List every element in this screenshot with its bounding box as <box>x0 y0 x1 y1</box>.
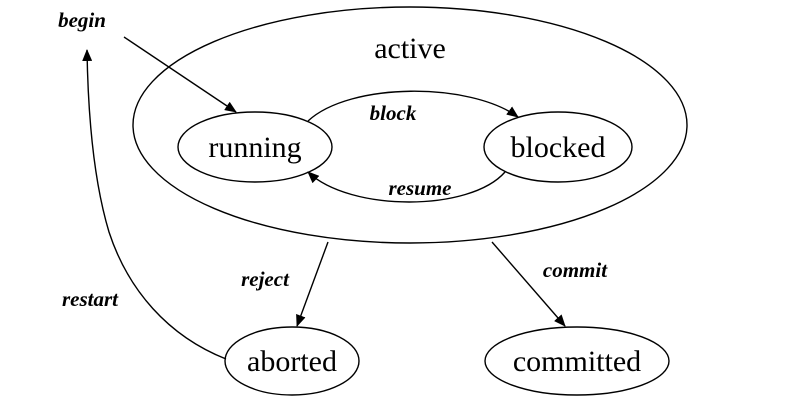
state-running-ellipse <box>177 111 333 183</box>
edge-commit-label: commit <box>543 258 608 282</box>
state-aborted-label: aborted <box>247 345 337 378</box>
edge-reject-label: reject <box>241 267 290 291</box>
state-committed-label: committed <box>513 345 641 378</box>
state-aborted-ellipse <box>224 326 360 396</box>
state-active-label: active <box>374 32 446 65</box>
edge-resume-arrow <box>307 171 506 203</box>
edge-restart-label: restart <box>62 287 119 311</box>
edge-block-label: block <box>370 101 417 125</box>
state-running-label: running <box>208 131 301 164</box>
edge-begin-arrow <box>123 36 237 113</box>
edge-commit-arrow <box>491 241 566 327</box>
edge-resume-label: resume <box>389 176 452 200</box>
state-blocked-ellipse <box>483 111 633 183</box>
edge-block-arrow <box>307 90 519 122</box>
edge-reject-arrow <box>296 241 329 327</box>
edge-restart-arrow <box>82 49 227 360</box>
state-committed-ellipse <box>484 326 670 396</box>
edge-begin-label: begin <box>58 8 106 32</box>
state-active-ellipse <box>132 6 688 244</box>
state-blocked-label: blocked <box>511 131 606 164</box>
